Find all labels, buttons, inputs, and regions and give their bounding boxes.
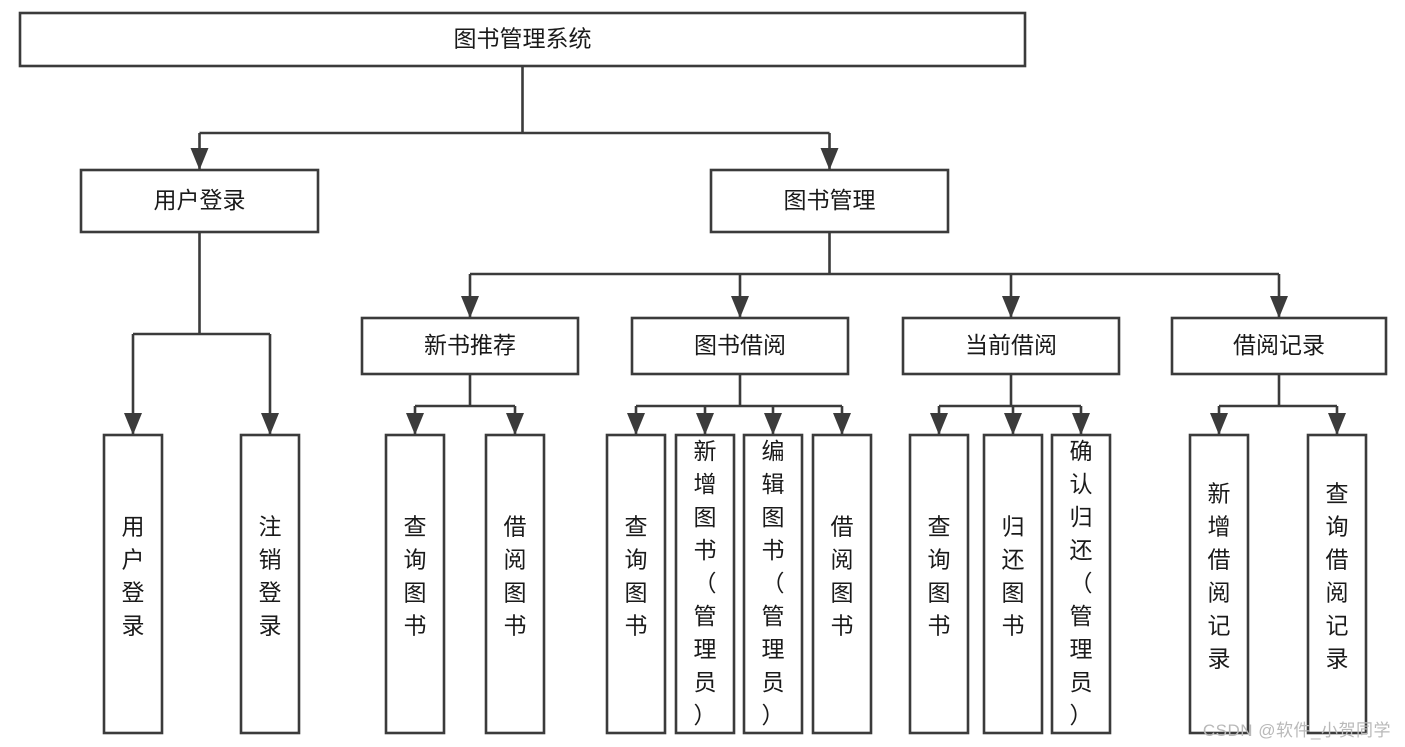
node-label-leaf-query-book-rec: 查询图书 [404,514,427,639]
node-box-leaf-add-book [674,433,736,735]
node-box-leaf-edit-book [742,433,804,735]
node-box-user-login [79,168,320,234]
arrow-icon-new-book-rec [461,296,479,318]
node-box-leaf-query-book-cur [908,433,970,735]
node-leaf-user-login[interactable]: 用户登录 [102,433,164,735]
node-leaf-borrow-book-bor[interactable]: 借阅图书 [811,433,873,735]
node-box-book-manage [709,168,950,234]
node-box-leaf-return-book [982,433,1044,735]
node-box-leaf-borrow-book-bor [811,433,873,735]
arrow-icon-leaf-return-book [1004,413,1022,435]
node-root[interactable]: 图书管理系统 [18,11,1027,68]
node-user-login[interactable]: 用户登录 [79,168,320,234]
node-leaf-confirm-return[interactable]: 确认归还（管理员） [1050,433,1112,735]
node-label-leaf-user-login: 用户登录 [122,514,145,639]
node-box-leaf-user-logout [239,433,301,735]
csdn-watermark: CSDN @软件_小贺同学 [1202,721,1391,740]
node-box-leaf-query-book-bor [605,433,667,735]
node-book-manage[interactable]: 图书管理 [709,168,950,234]
connectors-layer [124,66,1346,435]
node-leaf-edit-book[interactable]: 编辑图书（管理员） [742,433,804,735]
node-box-new-book-rec [360,316,580,376]
node-box-leaf-query-record [1306,433,1368,735]
arrow-icon-leaf-edit-book [764,413,782,435]
node-leaf-query-book-rec[interactable]: 查询图书 [384,433,446,735]
node-leaf-query-book-bor[interactable]: 查询图书 [605,433,667,735]
node-label-borrow-record: 借阅记录 [1233,332,1325,358]
node-label-user-login: 用户登录 [154,187,246,213]
node-box-borrow-record [1170,316,1388,376]
node-label-leaf-user-logout: 注销登录 [259,514,282,639]
node-box-leaf-borrow-book-rec [484,433,546,735]
node-box-leaf-user-login [102,433,164,735]
arrow-icon-leaf-confirm-return [1072,413,1090,435]
node-leaf-return-book[interactable]: 归还图书 [982,433,1044,735]
arrow-icon-leaf-query-book-cur [930,413,948,435]
node-leaf-borrow-book-rec[interactable]: 借阅图书 [484,433,546,735]
node-new-book-rec[interactable]: 新书推荐 [360,316,580,376]
node-label-leaf-return-book: 归还图书 [1002,514,1025,639]
node-leaf-add-book[interactable]: 新增图书（管理员） [674,433,736,735]
node-label-root: 图书管理系统 [454,26,592,52]
node-label-book-borrow: 图书借阅 [694,332,786,358]
arrow-icon-leaf-query-book-rec [406,413,424,435]
node-label-leaf-edit-book: 编辑图书（管理员） [762,438,785,728]
node-box-current-borrow [901,316,1121,376]
node-label-current-borrow: 当前借阅 [965,332,1057,358]
arrow-icon-leaf-borrow-book-rec [506,413,524,435]
nodes-layer: 图书管理系统用户登录图书管理新书推荐图书借阅当前借阅借阅记录用户登录注销登录查询… [18,11,1388,735]
arrow-icon-leaf-user-logout [261,413,279,435]
arrow-icon-leaf-query-book-bor [627,413,645,435]
node-borrow-record[interactable]: 借阅记录 [1170,316,1388,376]
node-label-leaf-confirm-return: 确认归还（管理员） [1070,438,1093,728]
node-box-root [18,11,1027,68]
arrow-icon-borrow-record [1270,296,1288,318]
node-leaf-add-record[interactable]: 新增借阅记录 [1188,433,1250,735]
node-box-leaf-query-book-rec [384,433,446,735]
node-box-book-borrow [630,316,850,376]
arrow-icon-current-borrow [1002,296,1020,318]
node-current-borrow[interactable]: 当前借阅 [901,316,1121,376]
node-label-book-manage: 图书管理 [784,187,876,213]
node-box-leaf-add-record [1188,433,1250,735]
arrow-icon-book-borrow [731,296,749,318]
node-box-leaf-confirm-return [1050,433,1112,735]
node-leaf-user-logout[interactable]: 注销登录 [239,433,301,735]
node-leaf-query-book-cur[interactable]: 查询图书 [908,433,970,735]
node-label-leaf-add-book: 新增图书（管理员） [694,438,717,728]
arrow-icon-user-login [190,148,209,170]
node-label-leaf-borrow-book-bor: 借阅图书 [831,514,854,639]
node-leaf-query-record[interactable]: 查询借阅记录 [1306,433,1368,735]
node-book-borrow[interactable]: 图书借阅 [630,316,850,376]
node-label-new-book-rec: 新书推荐 [424,332,516,358]
node-label-leaf-borrow-book-rec: 借阅图书 [504,514,527,639]
node-label-leaf-query-book-bor: 查询图书 [625,514,648,639]
arrow-icon-leaf-query-record [1328,413,1346,435]
arrow-icon-leaf-add-record [1210,413,1228,435]
node-label-leaf-query-record: 查询借阅记录 [1326,481,1349,672]
arrow-icon-leaf-borrow-book-bor [833,413,851,435]
node-label-leaf-query-book-cur: 查询图书 [928,514,951,639]
arrow-icon-leaf-add-book [696,413,714,435]
arrow-icon-book-manage [820,148,839,170]
arrow-icon-leaf-user-login [124,413,142,435]
node-label-leaf-add-record: 新增借阅记录 [1208,481,1231,672]
